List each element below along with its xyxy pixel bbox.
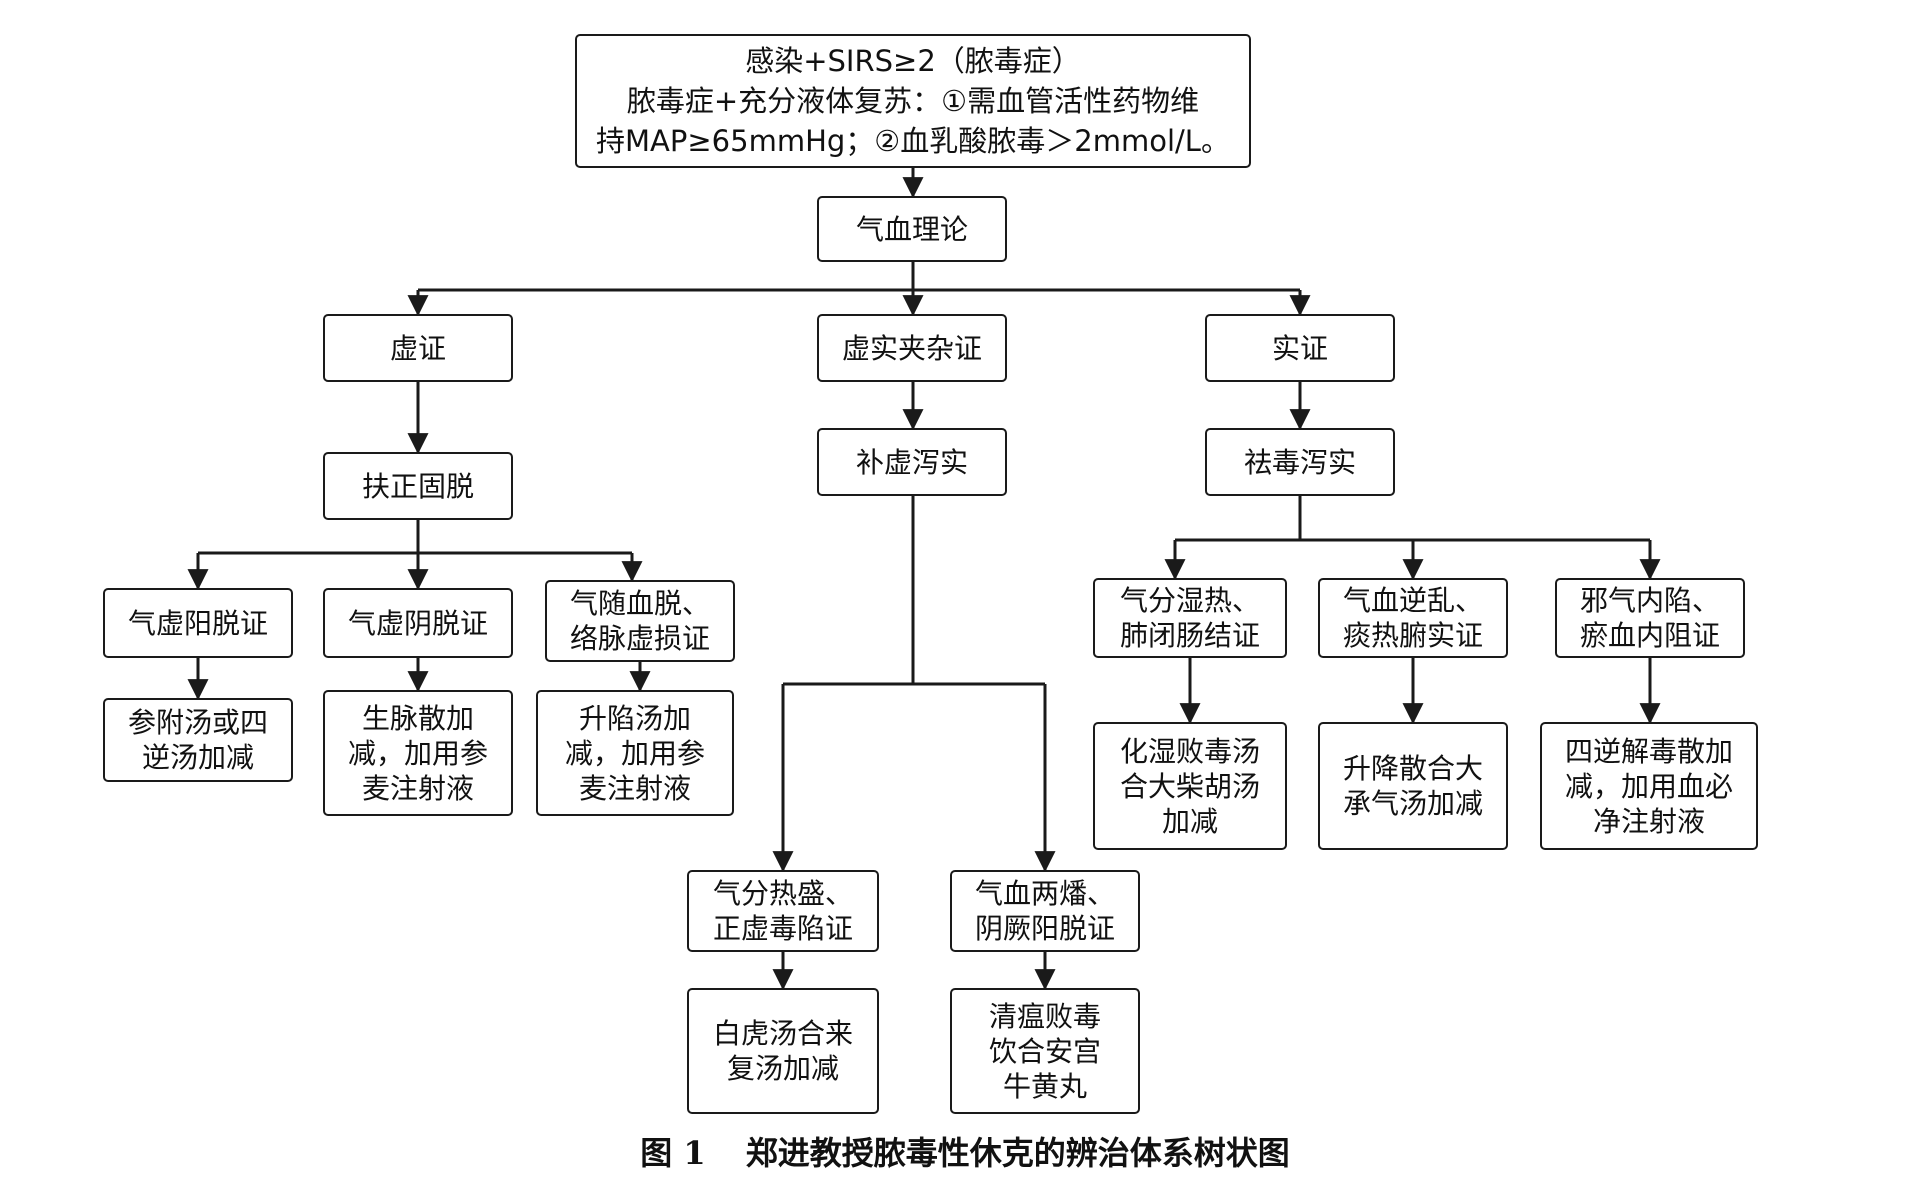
figure-number: 图 1	[640, 1134, 706, 1172]
sepsis-criteria-line-2: 脓毒症+充分液体复苏：①需血管活性药物维	[626, 84, 1200, 118]
node-fuzheng-gutuo: 扶正固脱	[323, 452, 513, 520]
node-line: 升降散合大	[1342, 752, 1483, 785]
node-rx-shenfu: 参附汤或四 逆汤加减	[103, 698, 293, 782]
node-line: 化湿败毒汤	[1119, 734, 1260, 768]
node-label: 祛毒泻实	[1243, 445, 1356, 479]
figure-caption: 图 1 郑进教授脓毒性休克的辨治体系树状图	[0, 1128, 1930, 1174]
node-line: 阴厥阳脱证	[974, 912, 1115, 945]
node-excess-syndrome: 实证	[1205, 314, 1395, 382]
node-qixue-niluan: 气血逆乱、 痰热腑实证	[1318, 578, 1508, 658]
node-qixue-liangfan: 气血两燔、 阴厥阳脱证	[950, 870, 1140, 952]
node-label: 气血理论	[855, 212, 968, 246]
node-line: 气血两燔、	[974, 877, 1115, 910]
node-line: 痰热腑实证	[1342, 619, 1483, 652]
node-label: 实证	[1271, 331, 1328, 365]
node-mixed-syndrome: 虚实夹杂证	[817, 314, 1007, 382]
node-line: 气血逆乱、	[1342, 584, 1483, 617]
node-qixu-yangtuo: 气虚阳脱证	[103, 588, 293, 658]
node-buxu-xieshi: 补虚泻实	[817, 428, 1007, 496]
node-sepsis-criteria: 感染+SIRS≥2（脓毒症） 脓毒症+充分液体复苏：①需血管活性药物维 持MAP…	[575, 34, 1251, 168]
node-line: 麦注射液	[578, 771, 691, 805]
node-line: 升陷汤加	[578, 701, 691, 735]
node-line: 承气汤加减	[1342, 787, 1483, 820]
node-line: 减，加用血必	[1564, 769, 1733, 803]
node-line: 生脉散加	[361, 701, 474, 735]
node-qudu-xieshi: 祛毒泻实	[1205, 428, 1395, 496]
node-line: 逆汤加减	[141, 741, 254, 774]
node-line: 牛黄丸	[1002, 1069, 1087, 1103]
node-line: 气虚阴脱证	[347, 606, 488, 640]
node-qixu-yintuo: 气虚阴脱证	[323, 588, 513, 658]
node-line: 净注射液	[1592, 804, 1705, 838]
node-rx-baihu: 白虎汤合来 复汤加减	[687, 988, 879, 1114]
node-rx-huashi: 化湿败毒汤 合大柴胡汤 加减	[1093, 722, 1287, 850]
node-line: 减，加用参	[564, 736, 705, 770]
node-rx-shengxian: 升陷汤加 减，加用参 麦注射液	[536, 690, 734, 816]
node-line: 气虚阳脱证	[127, 606, 268, 640]
node-line: 饮合安宫	[988, 1034, 1101, 1068]
node-label: 虚实夹杂证	[841, 331, 982, 365]
node-rx-shengjiang: 升降散合大 承气汤加减	[1318, 722, 1508, 850]
node-line: 瘀血内阻证	[1579, 619, 1720, 652]
node-label: 补虚泻实	[855, 445, 968, 479]
node-line: 减，加用参	[347, 736, 488, 770]
figure-title: 郑进教授脓毒性休克的辨治体系树状图	[745, 1134, 1290, 1172]
node-line: 麦注射液	[361, 771, 474, 805]
sepsis-criteria-line-3: 持MAP≥65mmHg；②血乳酸脓毒＞2mmol/L。	[596, 124, 1230, 158]
sepsis-criteria-line-1: 感染+SIRS≥2（脓毒症）	[745, 44, 1081, 78]
node-qifen-shire: 气分湿热、 肺闭肠结证	[1093, 578, 1287, 658]
node-line: 参附汤或四	[127, 706, 268, 739]
node-label: 虚证	[389, 331, 446, 365]
node-xieqi-neixian: 邪气内陷、 瘀血内阻证	[1555, 578, 1745, 658]
node-rx-qingwen: 清瘟败毒 饮合安宫 牛黄丸	[950, 988, 1140, 1114]
node-qisui-xuetuo: 气随血脱、 络脉虚损证	[545, 580, 735, 662]
node-line: 合大柴胡汤	[1119, 769, 1260, 803]
node-line: 络脉虚损证	[569, 622, 710, 655]
node-rx-shengmai: 生脉散加 减，加用参 麦注射液	[323, 690, 513, 816]
node-line: 气分湿热、	[1119, 584, 1260, 617]
node-line: 正虚毒陷证	[712, 912, 853, 945]
node-line: 加减	[1161, 804, 1218, 838]
node-line: 清瘟败毒	[988, 999, 1101, 1033]
node-line: 四逆解毒散加	[1564, 734, 1733, 768]
node-qixue-theory: 气血理论	[817, 196, 1007, 262]
node-qifen-resheng: 气分热盛、 正虚毒陷证	[687, 870, 879, 952]
node-line: 复汤加减	[726, 1052, 839, 1085]
node-line: 肺闭肠结证	[1119, 619, 1260, 652]
node-rx-sini-jiedu: 四逆解毒散加 减，加用血必 净注射液	[1540, 722, 1758, 850]
node-label: 扶正固脱	[361, 469, 474, 503]
node-line: 气分热盛、	[712, 877, 853, 910]
node-line: 白虎汤合来	[712, 1017, 853, 1050]
node-line: 邪气内陷、	[1579, 584, 1720, 617]
node-line: 气随血脱、	[569, 587, 710, 620]
node-deficiency-syndrome: 虚证	[323, 314, 513, 382]
